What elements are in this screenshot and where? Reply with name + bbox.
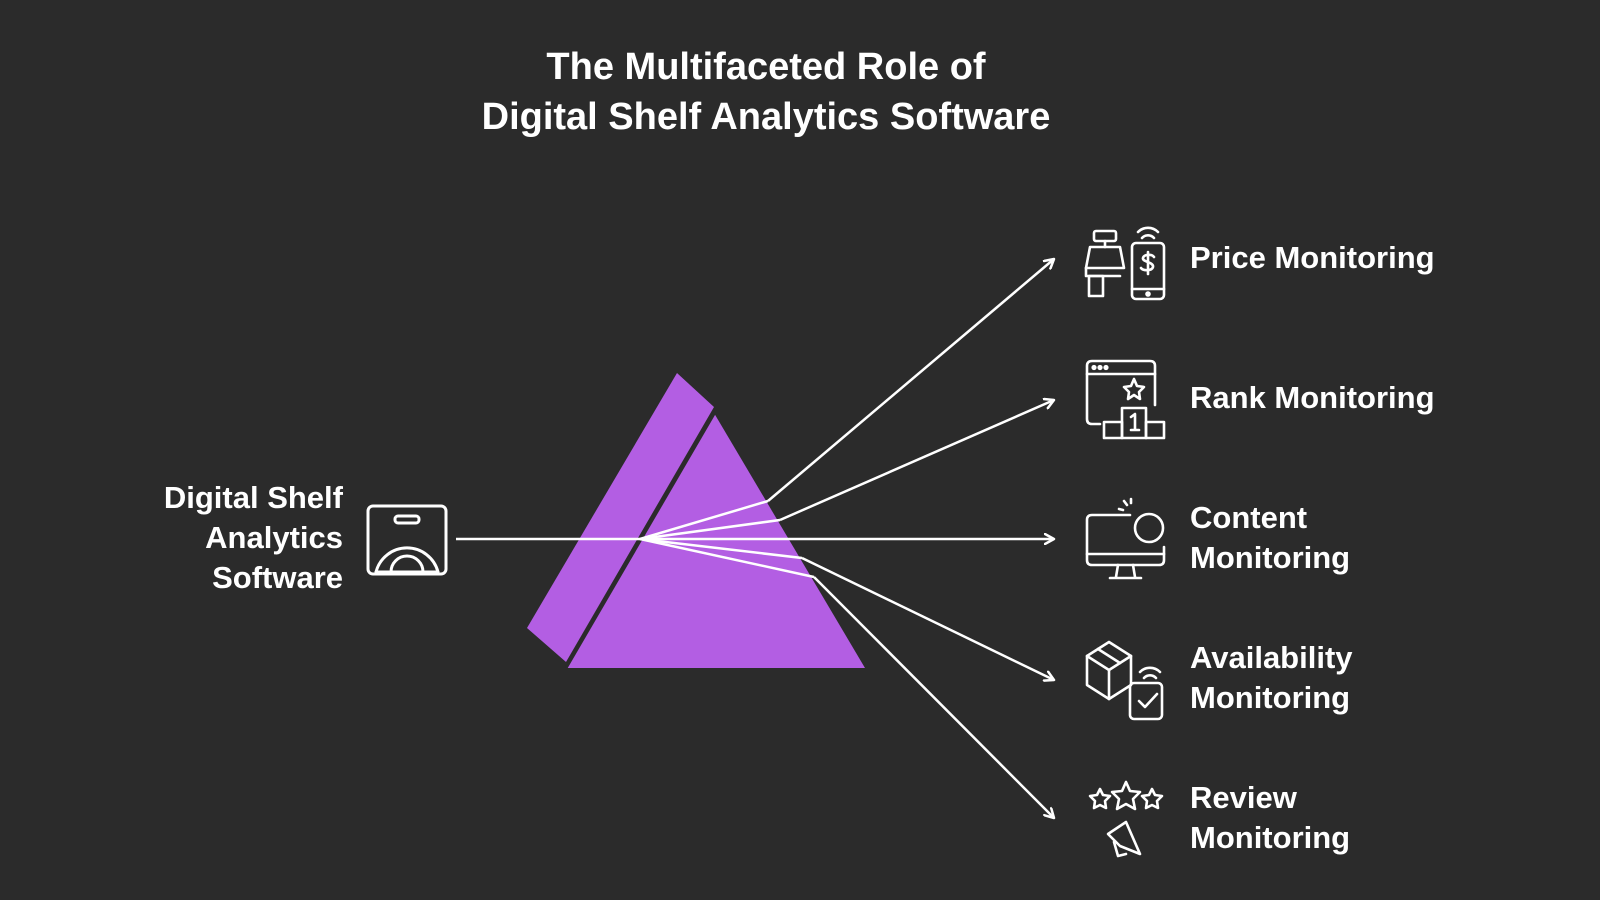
cash-register-phone-icon	[1086, 228, 1164, 299]
label-review-line-2: Monitoring	[1190, 818, 1350, 858]
label-availability-line-2: Monitoring	[1190, 678, 1353, 718]
arrow-rank	[780, 400, 1054, 520]
source-label-line-1: Digital Shelf	[164, 478, 343, 518]
output-arrows	[768, 259, 1054, 818]
label-content-monitoring: Content Monitoring	[1190, 498, 1350, 578]
label-price-monitoring: Price Monitoring	[1190, 238, 1435, 278]
label-price-line-1: Price Monitoring	[1190, 238, 1435, 278]
monitor-content-icon	[1087, 499, 1164, 578]
source-label-line-3: Software	[164, 558, 343, 598]
analytics-dashboard-icon	[368, 506, 446, 574]
stars-megaphone-icon	[1090, 782, 1162, 856]
prism	[527, 373, 865, 668]
label-content-line-1: Content	[1190, 498, 1350, 538]
label-content-line-2: Monitoring	[1190, 538, 1350, 578]
label-availability-monitoring: Availability Monitoring	[1190, 638, 1353, 718]
label-availability-line-1: Availability	[1190, 638, 1353, 678]
source-label: Digital Shelf Analytics Software	[164, 478, 343, 598]
arrow-review	[814, 577, 1054, 818]
label-rank-line-1: Rank Monitoring	[1190, 378, 1435, 418]
label-rank-monitoring: Rank Monitoring	[1190, 378, 1435, 418]
label-review-line-1: Review	[1190, 778, 1350, 818]
browser-ranking-podium-icon	[1087, 361, 1164, 438]
source-label-line-2: Analytics	[164, 518, 343, 558]
box-phone-check-icon	[1087, 642, 1162, 719]
arrow-price	[768, 259, 1054, 501]
label-review-monitoring: Review Monitoring	[1190, 778, 1350, 858]
